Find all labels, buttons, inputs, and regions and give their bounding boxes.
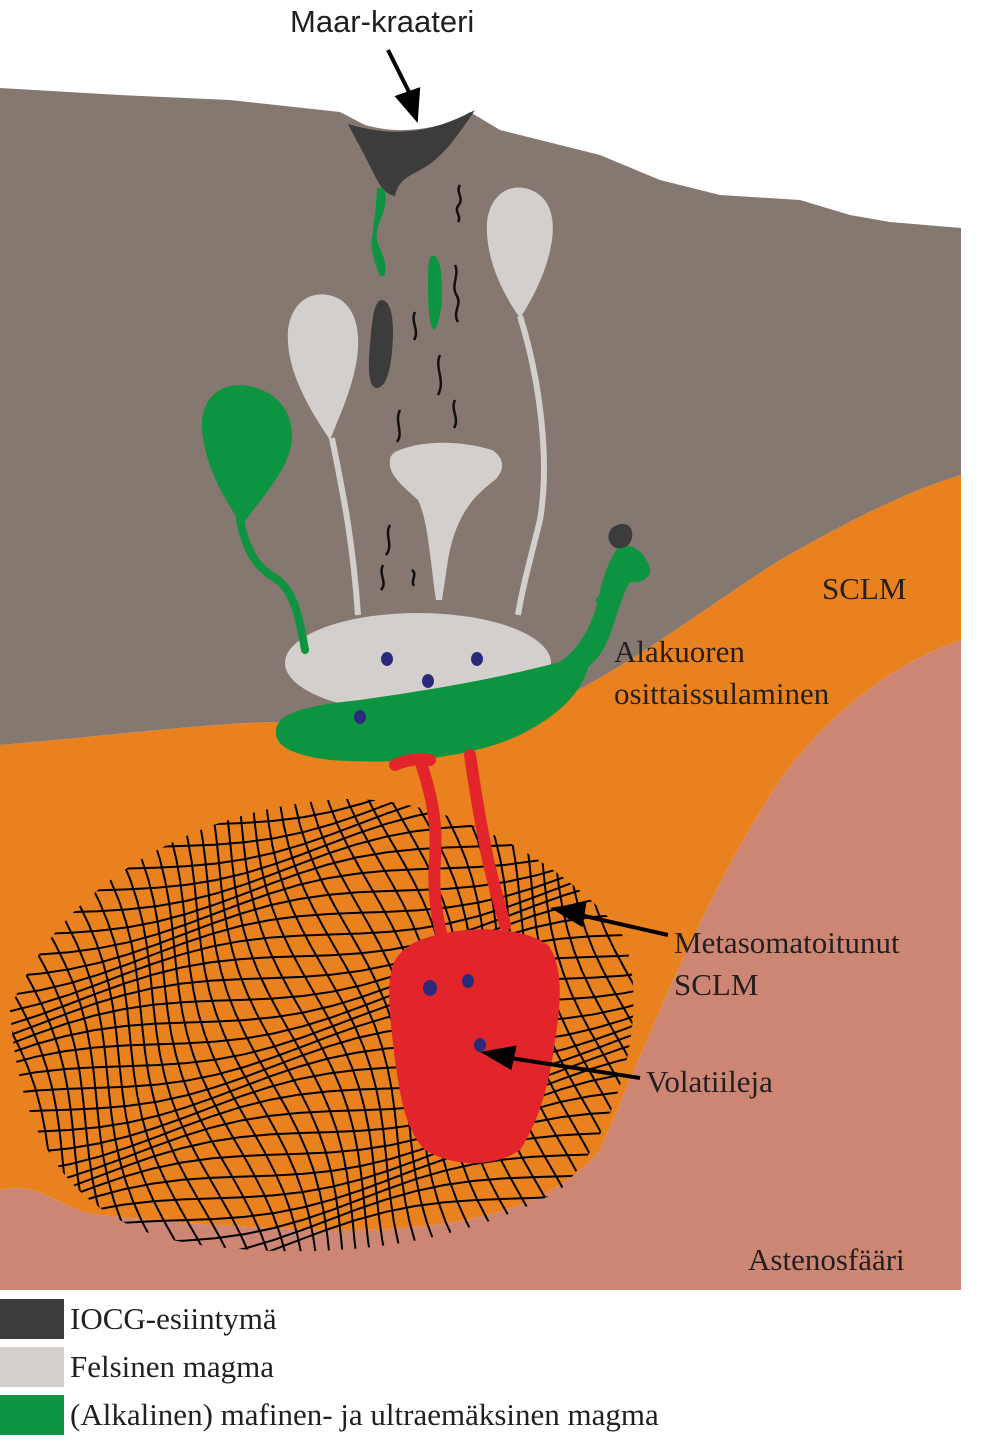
legend-swatch-mafic-magma	[0, 1395, 64, 1435]
lower-crust-melting-label-line1: Alakuoren	[614, 636, 745, 667]
legend-label-felsic-magma: Felsinen magma	[70, 1349, 274, 1385]
legend-label-iocg: IOCG-esiintymä	[70, 1301, 277, 1337]
legend-item-iocg: IOCG-esiintymä	[0, 1297, 277, 1341]
lower-crust-melting-label-line2: osittaissulaminen	[614, 678, 829, 709]
maar-crater-label: Maar-kraateri	[290, 6, 474, 37]
legend-item-mafic-magma: (Alkalinen) mafinen- ja ultraemäksinen m…	[0, 1393, 659, 1437]
legend-swatch-iocg	[0, 1299, 64, 1339]
metasomatized-sclm-label-line2: SCLM	[674, 969, 758, 1000]
maar-crater-arrowhead	[398, 90, 418, 118]
volatiles-label: Volatiileja	[646, 1066, 773, 1097]
maar-crater-arrow	[388, 50, 412, 98]
metasomatized-sclm-label-line1: Metasomatoitunut	[674, 927, 900, 958]
legend-item-felsic-magma: Felsinen magma	[0, 1345, 274, 1389]
legend-label-mafic-magma: (Alkalinen) mafinen- ja ultraemäksinen m…	[70, 1397, 659, 1433]
legend-swatch-felsic-magma	[0, 1347, 64, 1387]
sclm-label: SCLM	[822, 573, 906, 604]
asthenosphere-label: Astenosfääri	[748, 1244, 905, 1275]
